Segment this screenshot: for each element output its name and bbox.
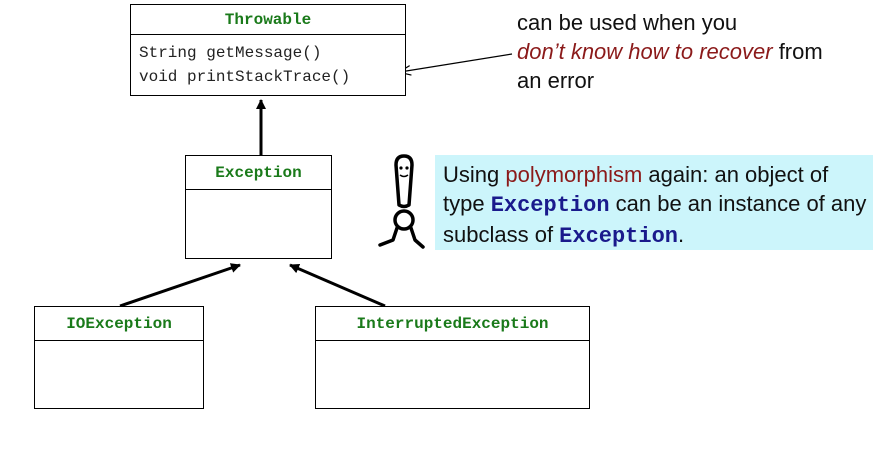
class-box-exception: Exception xyxy=(185,155,332,259)
inherit-arrow-interrupted-to-exception xyxy=(289,263,386,308)
callout-code-1: Exception xyxy=(490,193,610,218)
class-name-interrupted-exception: InterruptedException xyxy=(316,307,589,341)
method-get-message: String getMessage() xyxy=(139,44,322,62)
method-print-stack-trace: void printStackTrace() xyxy=(139,68,351,86)
note-pointer-arrow xyxy=(400,53,513,72)
class-box-throwable: Throwable String getMessage() void print… xyxy=(130,4,406,96)
class-name-ioexception: IOException xyxy=(35,307,203,341)
note-line-3: from an error xyxy=(517,39,823,93)
callout-mid2: can be an instance of any subclass of xyxy=(443,191,867,247)
class-box-ioexception: IOException xyxy=(34,306,204,409)
callout-mid1: again: an object of type xyxy=(443,162,829,216)
note-line-1: can be used when you xyxy=(517,10,738,35)
callout-pre: Using xyxy=(443,162,506,187)
note-emphasis: don’t know how to recover xyxy=(517,39,773,64)
inherit-arrow-ioexception-to-exception xyxy=(119,263,241,308)
class-methods-throwable: String getMessage() void printStackTrace… xyxy=(131,35,405,89)
class-name-exception: Exception xyxy=(186,156,331,190)
callout-highlight: polymorphism xyxy=(505,162,643,187)
polymorphism-callout: Using polymorphism again: an object of t… xyxy=(435,155,873,250)
class-box-interrupted-exception: InterruptedException xyxy=(315,306,590,409)
note-text: can be used when you don’t know how to r… xyxy=(517,8,847,95)
callout-code-2: Exception xyxy=(559,224,678,249)
class-name-throwable: Throwable xyxy=(131,5,405,35)
callout-end: . xyxy=(678,222,685,247)
